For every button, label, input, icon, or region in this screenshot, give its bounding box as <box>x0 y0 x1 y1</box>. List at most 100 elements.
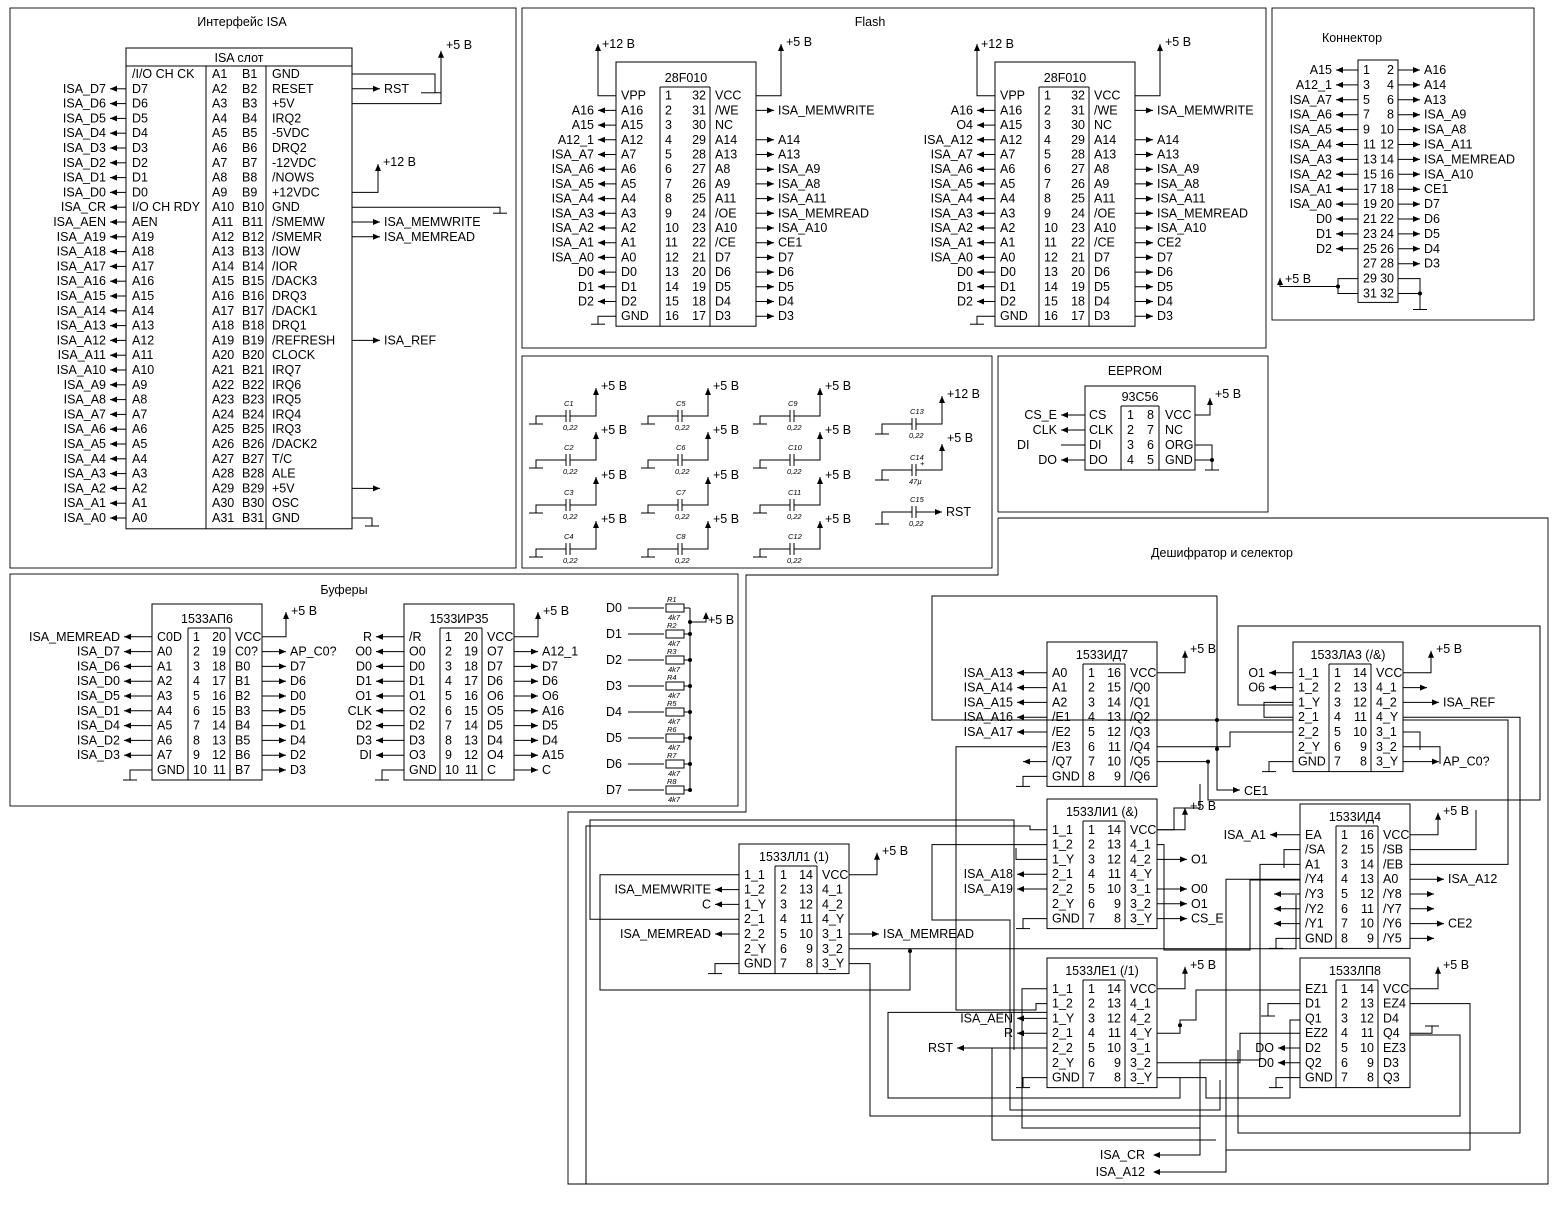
arrowhead <box>778 44 784 51</box>
arrowhead <box>1336 67 1343 73</box>
net-label: D5 <box>1424 227 1440 241</box>
pin-name: D6 <box>487 674 503 688</box>
pin-number: B4 <box>242 111 257 125</box>
pin-number: 13 <box>1107 710 1121 724</box>
pin-number: 4 <box>1341 872 1348 886</box>
pin-name: 3_Y <box>1130 1071 1153 1085</box>
net-label: ISA_A9 <box>1157 162 1199 176</box>
pin-name: A6 <box>1000 162 1015 176</box>
arrowhead <box>1413 216 1420 222</box>
net-label: D6 <box>606 757 622 771</box>
pin-number: 11 <box>465 763 478 777</box>
pin-number: A15 <box>212 274 234 288</box>
pin-name: GND <box>1052 769 1080 783</box>
pin-name: /Q6 <box>1130 769 1150 783</box>
wire <box>129 769 152 780</box>
arrowhead <box>531 707 538 714</box>
pin-number: 12 <box>665 250 679 264</box>
frame-isa <box>9 7 517 569</box>
net-label: ISA_A12 <box>1448 872 1497 886</box>
pin-name: C0? <box>235 645 258 659</box>
net-label: A12_1 <box>542 645 578 659</box>
pin-name: D5 <box>487 719 503 733</box>
pin-number: B20 <box>242 348 264 362</box>
net-label: A12_1 <box>558 133 594 147</box>
wire <box>1195 444 1213 461</box>
pin-name: /Y2 <box>1305 902 1324 916</box>
pin-number: A27 <box>212 452 234 466</box>
arrowhead <box>110 219 117 225</box>
pin-number: A1 <box>212 67 227 81</box>
pin-number: 10 <box>1360 917 1374 931</box>
arrowhead <box>1413 201 1420 208</box>
pin-number: 5 <box>780 927 787 941</box>
pin-number: 25 <box>1071 192 1085 206</box>
pin-name: A6 <box>621 162 636 176</box>
pin-name: DRQ2 <box>272 141 307 155</box>
pin-number: B8 <box>242 171 257 185</box>
pin-number: 12 <box>1107 852 1121 866</box>
net-label: ISA_D0 <box>63 185 106 199</box>
net-label: D1 <box>356 674 372 688</box>
pin-number: 6 <box>445 704 452 718</box>
arrowhead <box>767 298 774 305</box>
arrowhead <box>598 225 605 231</box>
arrowhead <box>110 233 117 240</box>
pin-name: D2 <box>409 719 425 733</box>
pin-name: VCC <box>1383 982 1409 996</box>
pin-number: 1 <box>193 630 200 644</box>
pin-name: /Q1 <box>1130 695 1150 709</box>
wire <box>597 315 616 325</box>
title-decoder: Дешифратор и селектор <box>1151 546 1293 560</box>
pin-name: /SA <box>1305 843 1326 857</box>
wire <box>1157 807 1186 831</box>
net-label: A13 <box>1157 148 1179 162</box>
arrowhead <box>1437 920 1444 927</box>
pin-number: 7 <box>1334 755 1341 769</box>
pin-number: B3 <box>242 97 257 111</box>
arrowhead <box>1336 216 1343 222</box>
net-label: ISA_A19 <box>964 882 1013 896</box>
pin-name: 2_2 <box>1052 882 1073 896</box>
pin-name: GND <box>1305 931 1333 945</box>
pin-number: 10 <box>665 221 679 235</box>
pin-number: 2 <box>665 103 672 117</box>
cap-value: 0,22 <box>675 512 690 521</box>
pin-number: 5 <box>193 689 200 703</box>
net-label: ISA_A7 <box>931 148 973 162</box>
arrowhead <box>1278 1045 1285 1051</box>
pin-name: D5 <box>132 111 148 125</box>
pin-number: 17 <box>1071 309 1085 323</box>
pin-name: A1 <box>1000 236 1015 250</box>
resistor-ref: R3 <box>667 647 677 656</box>
net-label: D0 <box>606 601 622 615</box>
resistor-value: 4k7 <box>668 613 681 622</box>
pin-number: 25 <box>692 192 706 206</box>
pin-number: B13 <box>242 245 264 259</box>
net-label: D0 <box>356 659 372 673</box>
cap-value: 0,22 <box>787 556 802 565</box>
pin-name: A0 <box>132 511 147 525</box>
pin-number: 32 <box>692 89 706 103</box>
arrowhead <box>1336 171 1343 178</box>
pin-name: 2_1 <box>1052 1026 1073 1040</box>
pin-name: O6 <box>487 689 504 703</box>
pin-name: A6 <box>157 733 172 747</box>
pin-name: 4_2 <box>1376 695 1397 709</box>
arrowhead <box>1017 714 1024 721</box>
pin-number: 6 <box>1088 740 1095 754</box>
pin-number: 4 <box>1387 78 1394 92</box>
pin-number: 25 <box>1363 242 1377 256</box>
pin-name: GND <box>272 200 300 214</box>
chip-title: 1533ИД7 <box>1076 648 1128 662</box>
arrowhead <box>1336 230 1343 237</box>
pin-number: 7 <box>1341 917 1348 931</box>
resistor-body <box>665 603 685 613</box>
net-label: RST <box>946 505 971 519</box>
wire <box>991 1047 1216 1141</box>
resistor-body <box>665 681 685 691</box>
pin-name: D6 <box>715 265 731 279</box>
pin-number: 29 <box>1071 133 1085 147</box>
net-label: ISA_MEMWRITE <box>1157 103 1254 117</box>
